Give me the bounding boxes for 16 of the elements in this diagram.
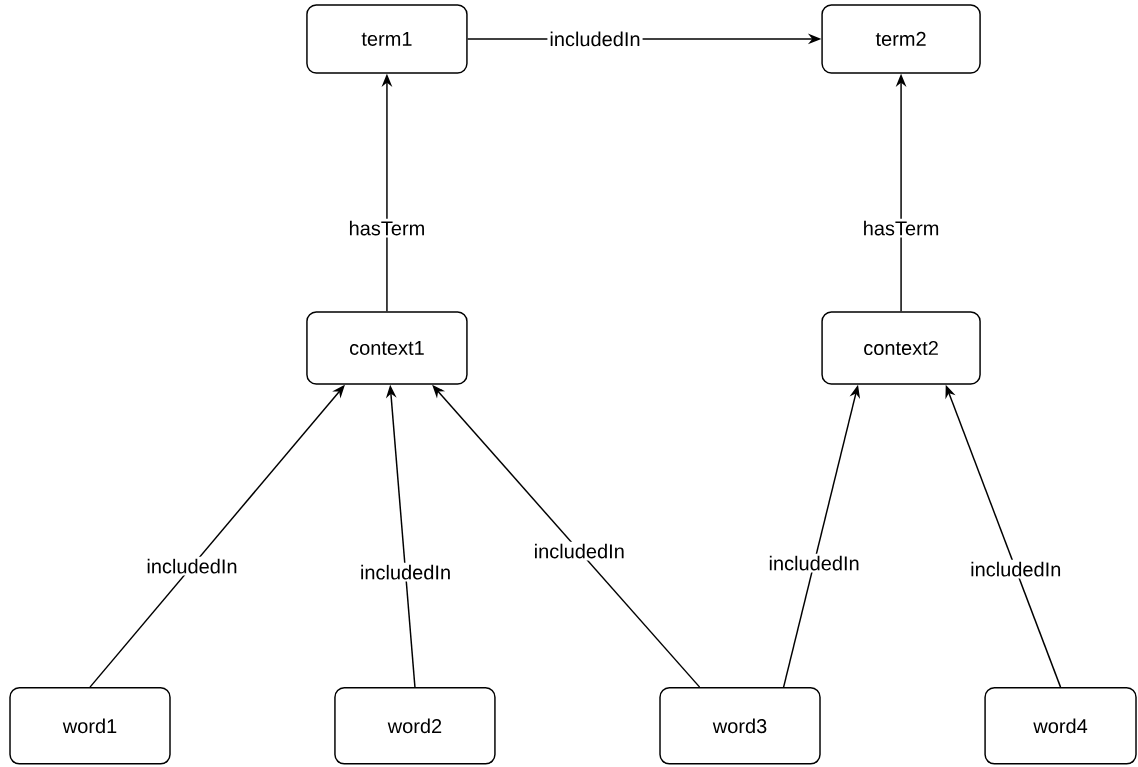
edge-label: hasTerm <box>864 220 939 236</box>
edge-label: hasTerm <box>350 220 424 236</box>
node-box: word3 <box>659 687 821 765</box>
edge-label: includedIn <box>971 561 1061 577</box>
node-box: context1 <box>306 311 468 385</box>
node-box: context2 <box>821 311 981 385</box>
node-box: term2 <box>821 4 981 74</box>
edge-label: includedIn <box>550 31 640 47</box>
edge-label: includedIn <box>769 555 859 571</box>
node-box: term1 <box>306 4 468 74</box>
node-box: word2 <box>334 687 496 765</box>
node-box: word4 <box>984 687 1137 765</box>
edge-label: includedIn <box>147 558 237 574</box>
node-box: word1 <box>9 687 171 765</box>
edge-label: includedIn <box>361 564 450 580</box>
edge-label: includedIn <box>535 543 624 559</box>
